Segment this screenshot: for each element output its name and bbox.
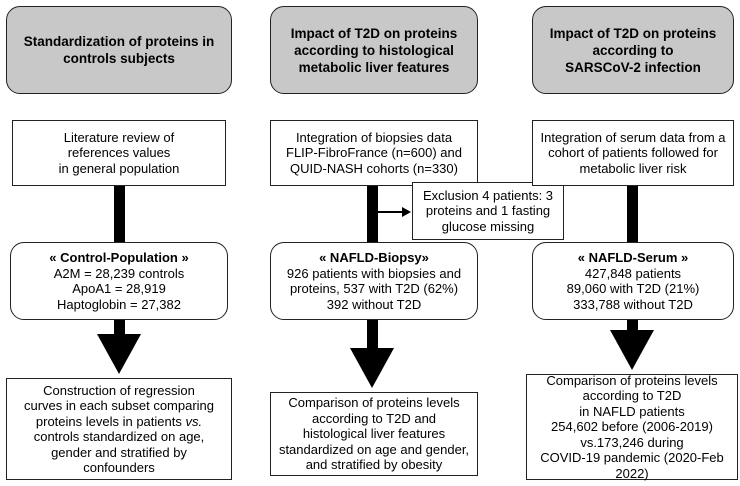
nafld-biopsy-box: « NAFLD-Biopsy» 926 patients with biopsi… (270, 242, 478, 320)
group-line: ApoA1 = 28,919 (72, 281, 166, 296)
step-line: Literature review of (63, 129, 175, 145)
literature-review-box: Literature review of references values i… (12, 120, 226, 186)
outcome-line: standardized on age and gender, (278, 441, 470, 457)
header-line: controls subjects (63, 51, 175, 66)
outcome-line: in NAFLD patients (579, 403, 685, 419)
nafld-serum-box: « NAFLD-Serum » 427,848 patients 89,060 … (532, 242, 734, 320)
group-line: 333,788 without T2D (573, 296, 693, 312)
outcome-line: Construction of regression (43, 382, 195, 398)
exclusion-box: Exclusion 4 patients: 3 proteins and 1 f… (412, 182, 564, 240)
arrow-shaft (627, 320, 638, 334)
outcome-line: and stratified by obesity (305, 457, 443, 473)
exclusion-branch-line (378, 211, 404, 213)
control-population-box: « Control-Population » A2M = 28,239 cont… (10, 242, 228, 320)
step-line: FLIP-FibroFrance (n=600) and (286, 145, 462, 161)
header-line: SARSCoV-2 infection (565, 59, 701, 75)
group-line: 427,848 patients (584, 265, 682, 281)
down-arrow-icon (350, 348, 394, 388)
group-line: proteins, 537 with T2D (62%) (289, 281, 459, 296)
group-line: A2M = 28,239 controls (53, 265, 185, 281)
header-line: Impact of T2D on proteins (549, 25, 717, 41)
exclusion-line: Exclusion 4 patients: 3 (422, 187, 554, 203)
outcome-line: according to T2D and (311, 410, 437, 426)
outcome-line: gender and stratified by (51, 444, 187, 460)
group-title: « Control-Population » (49, 250, 189, 265)
serum-integration-box: Integration of serum data from a cohort … (532, 120, 734, 186)
exclusion-line: glucose missing (441, 218, 535, 234)
header-line: metabolic liver features (298, 59, 450, 75)
outcome-line: according to T2D (582, 388, 682, 404)
arrow-shaft (114, 320, 125, 338)
connector-line (627, 186, 638, 242)
group-title: « NAFLD-Serum » (577, 250, 689, 265)
outcome-line: curves in each subset comparing (23, 398, 215, 413)
serum-outcome-box: Comparison of proteins levels according … (526, 372, 738, 481)
outcome-line: controls standardized on age, (33, 429, 205, 444)
outcome-line: confounders (83, 460, 155, 475)
biopsies-integration-box: Integration of biopsies data FLIP-FibroF… (270, 120, 478, 186)
outcome-line: Comparison of proteins levels (288, 395, 460, 411)
outcome-line: histological liver features (302, 426, 446, 442)
step-line: in general population (58, 160, 180, 176)
step-line: Integration of serum data from a (540, 129, 726, 145)
header-line: Standardization of proteins in (23, 34, 215, 49)
step-line: QUID-NASH cohorts (n=330) (290, 160, 458, 176)
group-line: 89,060 with T2D (21%) (566, 281, 700, 296)
step-line: references values (67, 145, 171, 161)
exclusion-line: proteins and 1 fasting (425, 203, 551, 219)
outcome-line: 254,602 before (2006-2019) (551, 419, 713, 435)
outcome-line: COVID-19 pandemic (2020-Feb 2022) (540, 450, 724, 481)
connector-line (367, 186, 378, 242)
connector-line (114, 186, 125, 242)
down-arrow-icon (97, 334, 141, 374)
group-line: 392 without T2D (326, 296, 422, 312)
arrow-shaft (367, 320, 378, 352)
step-line: cohort of patients followed for (548, 145, 718, 161)
header-line: according to histological (294, 42, 454, 58)
outcome-line: vs.173,246 during (580, 434, 684, 450)
group-title: « NAFLD-Biopsy» (319, 250, 429, 265)
group-line: 926 patients with biopsies and (286, 265, 462, 281)
regression-outcome-box: Construction of regression curves in eac… (6, 378, 232, 480)
outcome-line: Comparison of proteins levels (546, 372, 718, 388)
header-line: Impact of T2D on proteins (290, 25, 458, 41)
header-line: according to (592, 42, 674, 58)
down-arrow-icon (610, 330, 654, 370)
step-line: Integration of biopsies data (295, 129, 453, 145)
header-box-histological: Impact of T2D on proteins according to h… (270, 6, 478, 94)
outcome-line: proteins levels in patients vs. (35, 413, 203, 429)
group-line: Haptoglobin = 27,382 (57, 296, 181, 312)
right-arrow-icon (402, 207, 411, 217)
header-box-controls: Standardization of proteins in controls … (6, 6, 232, 94)
step-line: metabolic liver risk (579, 160, 687, 176)
biopsy-outcome-box: Comparison of proteins levels according … (270, 392, 478, 476)
header-box-sarscov2: Impact of T2D on proteins according to S… (532, 6, 734, 94)
